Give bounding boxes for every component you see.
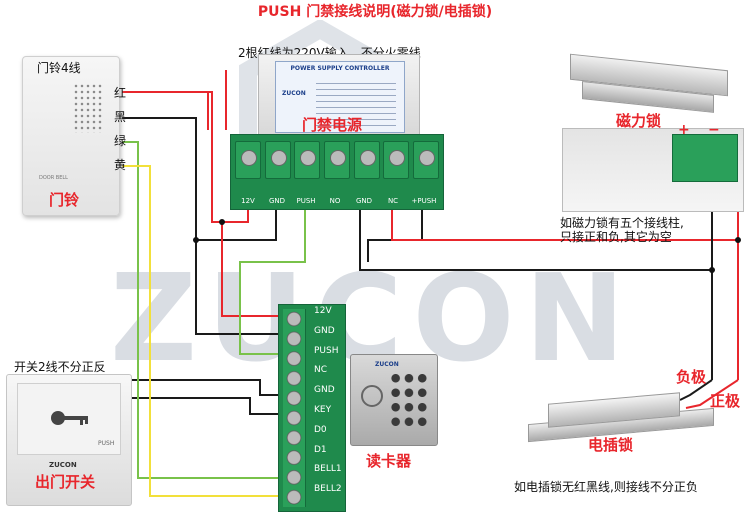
power-terminal-block: 12V GND PUSH NO GND NC +PUSH <box>230 134 444 210</box>
reader-keys-grid <box>389 371 429 429</box>
terminal-label-no: NO <box>329 197 341 205</box>
rfid-icon <box>361 385 383 407</box>
mag-lock-label: 磁力锁 <box>616 112 662 130</box>
reader-label: 读卡器 <box>366 452 412 470</box>
bolt-lock-positive-label: 正极 <box>710 392 741 410</box>
reader-label-gnd: GND <box>314 325 335 336</box>
terminal-screw <box>323 141 350 179</box>
doorbell-device: 门铃4线 DOOR BELL 门铃 <box>22 56 120 216</box>
reader-label-gnd2: GND <box>314 385 335 396</box>
terminal-screw-row <box>235 141 439 181</box>
power-supply-plate: POWER SUPPLY CONTROLLER ZUCON <box>275 61 405 133</box>
push-green-wire <box>239 205 306 355</box>
power-gnd-reader-wire <box>195 240 284 335</box>
reader-screw-column <box>283 309 306 507</box>
exit-switch-push-text: PUSH <box>98 440 115 447</box>
power-supply-brand: ZUCON <box>282 90 306 97</box>
mag-lock-plus-sign: + <box>678 122 690 138</box>
exit-switch-device: PUSH ZUCON 出门开关 <box>6 374 132 506</box>
reader-label-bell1: BELL1 <box>314 464 342 475</box>
bolt-lock-black-wire <box>679 379 713 401</box>
exit-switch-label: 出门开关 <box>35 473 96 491</box>
power-supply-label: 门禁电源 <box>302 116 363 134</box>
power-supply-spec-lines <box>316 78 396 126</box>
terminal-label-12v: 12V <box>241 197 255 205</box>
terminal-screw <box>264 141 291 179</box>
reader-label-d0: D0 <box>314 424 327 435</box>
terminal-screw <box>383 141 410 179</box>
power-supply-box: POWER SUPPLY CONTROLLER ZUCON <box>258 54 420 138</box>
junction-dot <box>709 267 715 273</box>
terminal-label-push: PUSH <box>296 197 316 205</box>
reader-label-nc: NC <box>314 365 328 376</box>
doorbell-speaker-grille <box>73 83 103 133</box>
junction-dot <box>193 237 199 243</box>
diagram-title: PUSH 门禁接线说明(磁力锁/电插锁) <box>257 4 493 20</box>
doorbell-wire-green: 绿 <box>114 134 127 148</box>
nc-lock-red-wire <box>391 205 739 380</box>
bolt-lock-negative-label: 负极 <box>676 368 707 386</box>
reader-label-bell2: BELL2 <box>314 484 342 495</box>
gnd-lock-black-wire <box>359 205 713 380</box>
doorbell-red-wire <box>122 91 249 223</box>
terminal-screw <box>235 141 261 179</box>
plus-push-black-wire <box>367 205 423 262</box>
mag-lock-note-line1: 如磁力锁有五个接线柱, <box>560 216 684 230</box>
terminal-screw <box>412 141 439 179</box>
doorbell-title: 门铃4线 <box>37 61 81 75</box>
exit-switch-brand: ZUCON <box>49 461 77 469</box>
doorbell-yellow-wire <box>122 165 284 497</box>
terminal-label-plus-push: +PUSH <box>411 197 437 205</box>
mag-lock-photo: − + <box>562 50 744 212</box>
terminal-screw <box>353 141 380 179</box>
mag-lock-terminal-block <box>672 134 738 182</box>
exit-switch-note: 开关2线不分正反 <box>14 360 106 374</box>
reader-label-d1: D1 <box>314 444 327 455</box>
bolt-lock-note: 如电插锁无红黑线,则接线不分正负 <box>514 480 698 494</box>
terminal-screw <box>294 141 321 179</box>
reader-terminal-board <box>278 304 346 512</box>
doorbell-green-wire <box>122 141 284 479</box>
doorbell-wire-yellow: 黄 <box>114 158 127 172</box>
terminal-label-gnd: GND <box>268 197 286 205</box>
exit-switch-wire-2 <box>130 397 284 415</box>
key-icon <box>51 411 88 425</box>
junction-dot <box>735 237 741 243</box>
bolt-lock-red-wire <box>685 379 739 409</box>
exit-switch-face: PUSH <box>17 383 121 455</box>
reader-label-key: KEY <box>314 404 332 415</box>
doorbell-wire-black: 黑 <box>114 110 127 124</box>
bolt-lock-label: 电插锁 <box>588 436 634 454</box>
power-supply-plate-title: POWER SUPPLY CONTROLLER <box>290 65 390 72</box>
junction-dot <box>219 219 225 225</box>
doorbell-wire-red: 红 <box>114 86 127 100</box>
doorbell-label: 门铃 <box>49 191 80 209</box>
doorbell-device-text: DOOR BELL <box>39 175 68 181</box>
mag-lock-note-line2: 只接正和负,其它为空 <box>560 230 672 244</box>
reader-terminal-labels: 12V GND PUSH NC GND KEY D0 D1 BELL1 BELL… <box>314 306 348 504</box>
power-12v-reader-wire <box>221 222 284 317</box>
reader-keypad: ZUCON <box>350 354 438 446</box>
power-terminal-labels: 12V GND PUSH NO GND NC +PUSH <box>235 197 439 205</box>
reader-label-12v: 12V <box>314 306 332 316</box>
terminal-label-nc: NC <box>387 197 399 205</box>
reader-label-push: PUSH <box>314 345 339 356</box>
terminal-label-gnd2: GND <box>355 197 373 205</box>
mag-lock-minus-sign: − <box>708 122 720 138</box>
reader-brand: ZUCON <box>375 361 399 368</box>
exit-switch-wire-1 <box>130 379 284 396</box>
